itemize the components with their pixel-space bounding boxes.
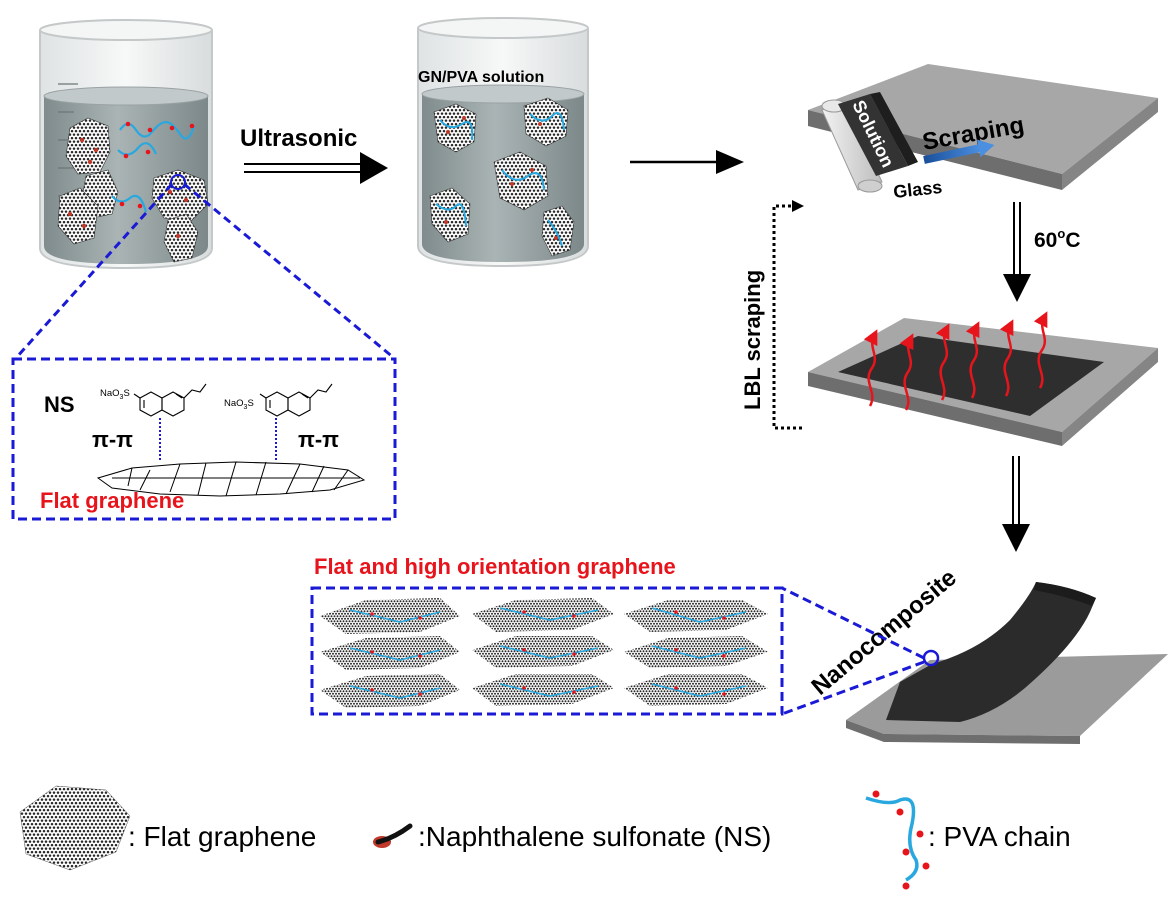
orientation-box — [310, 586, 784, 716]
aligned-sheet — [472, 636, 614, 668]
pva-legend-icon — [865, 790, 930, 890]
flat-graphene-label: Flat graphene — [40, 488, 184, 513]
graphene-flake — [429, 187, 471, 243]
legend-pva-label: : PVA chain — [928, 821, 1071, 852]
aligned-sheet — [624, 674, 768, 706]
orientation-zoom-lines — [781, 586, 925, 716]
beaker-middle — [417, 17, 589, 268]
ns-molecule — [259, 383, 333, 417]
pva-chain — [111, 194, 148, 213]
lbl-scraping-label: LBL scraping — [740, 270, 765, 410]
graphene-flake — [541, 205, 575, 257]
legend-ns-label: :Naphthalene sulfonate (NS) — [418, 821, 771, 852]
graphene-flake — [65, 117, 111, 175]
aligned-sheet — [320, 674, 460, 708]
ultrasonic-arrow — [244, 152, 388, 184]
glass-label: Glass — [892, 177, 943, 202]
peel-arrow — [1002, 456, 1030, 552]
aligned-sheet — [624, 636, 768, 668]
legend: : Flat graphene :Naphthalene sulfonate (… — [19, 785, 1071, 890]
ns-label: NS — [44, 392, 75, 417]
ultrasonic-label: Ultrasonic — [240, 125, 357, 152]
inset-zoom-lines — [14, 182, 395, 360]
arrow-to-coating — [630, 150, 744, 174]
pva-chain — [119, 120, 196, 140]
aligned-sheet — [472, 598, 614, 632]
graphene-sheet — [96, 461, 366, 497]
scraping-rod — [821, 99, 883, 193]
scraping-arrow — [923, 139, 995, 164]
beaker-left — [39, 19, 213, 270]
aligned-sheet — [472, 674, 614, 706]
glass-plate-drying — [808, 318, 1158, 446]
aligned-sheet — [624, 600, 768, 632]
pipi-label-left: π-π — [92, 427, 133, 452]
legend-graphene-label: : Flat graphene — [128, 821, 316, 852]
evaporation-arrows — [863, 311, 1048, 411]
graphene-legend-icon — [19, 785, 131, 871]
ns-legend-icon — [373, 823, 413, 848]
nao3s-label-1: NaO3S — [100, 388, 130, 401]
ns-inset: NS NaO3S NaO3S π-π π-π — [11, 357, 397, 521]
lbl-loop-arrowhead — [792, 200, 804, 212]
graphene-flake — [163, 213, 199, 263]
nanocomposite-stage — [846, 582, 1168, 744]
heating-arrow — [1003, 202, 1031, 302]
aligned-sheet — [320, 636, 460, 670]
pipi-label-right: π-π — [298, 427, 339, 452]
graphene-flake — [523, 97, 569, 147]
gn-pva-label: GN/PVA solution — [418, 69, 544, 86]
zoom-marker-beaker — [170, 174, 186, 190]
solution-block — [838, 92, 918, 176]
graphene-flake — [493, 151, 549, 211]
ns-molecule — [133, 383, 207, 417]
aligned-sheet — [320, 598, 460, 634]
temperature-label: 60oC — [1034, 226, 1080, 252]
nao3s-label-2: NaO3S — [224, 398, 254, 411]
pva-chain — [117, 142, 158, 156]
lbl-loop — [772, 204, 802, 430]
orientation-title: Flat and high orientation graphene — [314, 554, 676, 579]
graphene-flake — [57, 187, 99, 245]
nanocomposite-film — [886, 582, 1096, 722]
graphene-flake — [151, 169, 209, 223]
